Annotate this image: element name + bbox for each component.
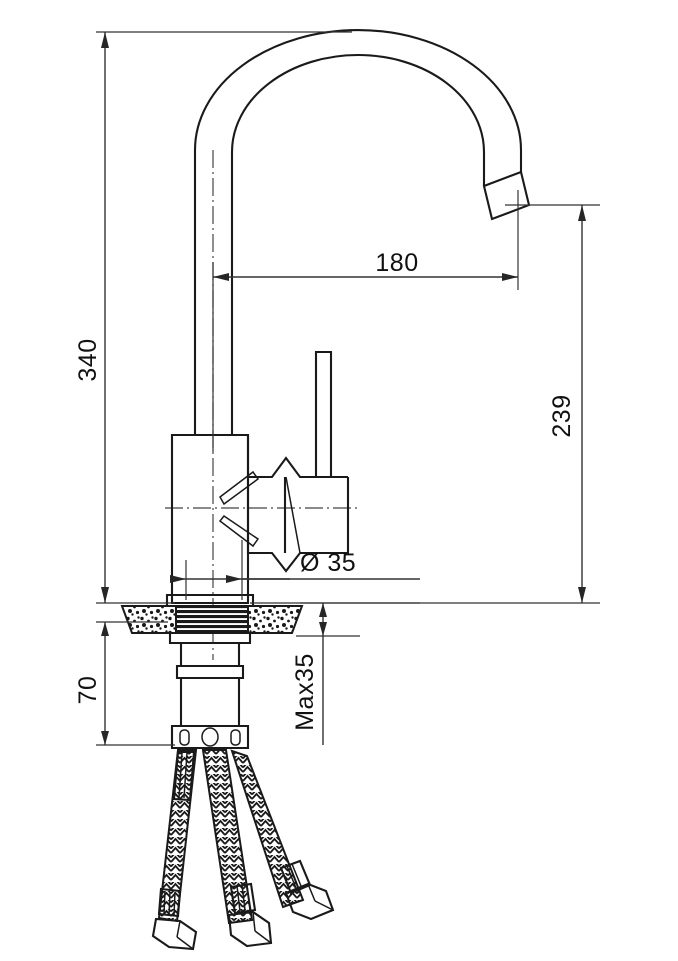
- arrow-left: [213, 273, 229, 281]
- dimension-spout-reach: 180: [212, 190, 519, 452]
- arrow-right: [502, 273, 518, 281]
- arrow-up: [101, 622, 109, 636]
- arrow-up: [101, 32, 109, 48]
- dimension-label-max35: Max35: [291, 653, 319, 731]
- aerator-outlet: [482, 170, 531, 221]
- arrow-left-inner: [226, 575, 242, 583]
- arrow-down: [101, 587, 109, 603]
- dimension-shank-diameter: Ø 35: [170, 540, 420, 600]
- dimension-below-counter-length: 70: [74, 621, 175, 746]
- dimension-spout-height: 239: [300, 204, 600, 604]
- arrow-down: [319, 622, 327, 636]
- braided-supply-hose-right: [230, 749, 335, 921]
- faucet-body-column: [170, 433, 250, 605]
- mounting-bracket: [170, 724, 250, 750]
- arrow-down: [578, 587, 586, 603]
- dimension-label-340: 340: [74, 338, 102, 381]
- threaded-mounting-shank: [168, 631, 252, 750]
- dimension-label-180: 180: [375, 249, 418, 277]
- single-lever-handle: [314, 350, 333, 479]
- dimension-overall-height: 340: [74, 31, 352, 604]
- cartridge-housing: [218, 435, 350, 573]
- dimension-label-70: 70: [74, 676, 102, 705]
- arrow-down: [101, 731, 109, 745]
- braided-supply-hose-middle: [201, 749, 273, 948]
- dimension-label-239: 239: [548, 394, 576, 437]
- arrow-up: [578, 205, 586, 221]
- braided-supply-hose-left: [151, 749, 198, 951]
- dimension-label-diameter-35: Ø 35: [300, 549, 356, 577]
- braided-supply-hoses: [151, 749, 335, 951]
- arrow-right-inner: [170, 575, 186, 583]
- countertop-slab: [120, 605, 304, 634]
- dimension-max-counter-thickness: Max35: [250, 602, 420, 745]
- gooseneck-spout: [193, 29, 523, 435]
- arrow-up: [319, 603, 327, 617]
